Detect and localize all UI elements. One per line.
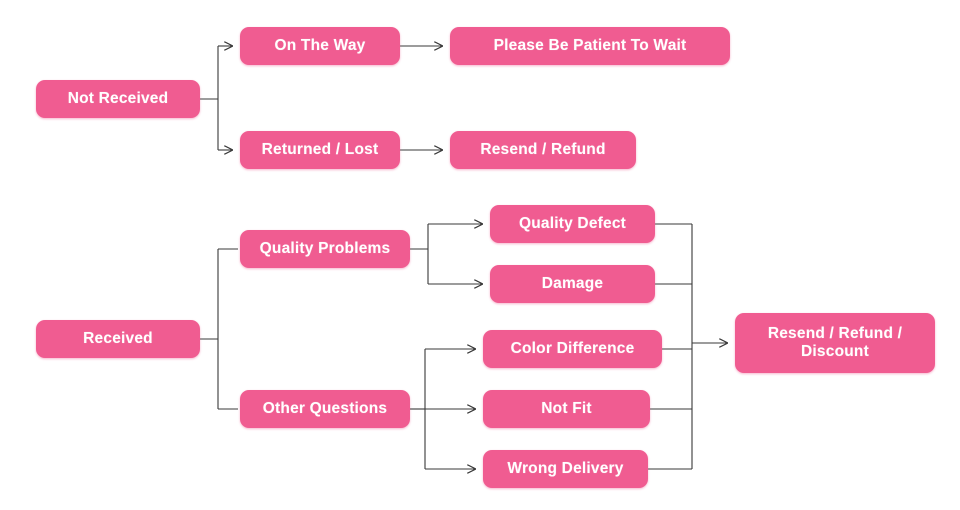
node-wrong-delivery[interactable]: Wrong Delivery [483,450,648,488]
node-quality-problems[interactable]: Quality Problems [240,230,410,268]
node-damage[interactable]: Damage [490,265,655,303]
node-label: Returned / Lost [261,140,379,158]
node-label: Not Fit [541,399,592,417]
node-label: Received [83,329,153,347]
node-other-questions[interactable]: Other Questions [240,390,410,428]
node-not-received[interactable]: Not Received [36,80,200,118]
node-label: Quality Problems [259,239,391,257]
node-label: Damage [541,274,604,292]
node-label: Resend / Refund / Discount [767,324,903,360]
node-label: Wrong Delivery [507,459,624,477]
node-label: On The Way [274,36,366,54]
node-label: Color Difference [510,339,635,357]
node-not-fit[interactable]: Not Fit [483,390,650,428]
node-resend-refund-discount[interactable]: Resend / Refund / Discount [735,313,935,373]
node-label: Please Be Patient To Wait [493,36,687,54]
node-quality-defect[interactable]: Quality Defect [490,205,655,243]
node-received[interactable]: Received [36,320,200,358]
node-please-be-patient-to-wait[interactable]: Please Be Patient To Wait [450,27,730,65]
node-label: Resend / Refund [480,140,606,158]
node-returned-lost[interactable]: Returned / Lost [240,131,400,169]
node-label: Not Received [67,89,169,107]
node-on-the-way[interactable]: On The Way [240,27,400,65]
node-resend-refund[interactable]: Resend / Refund [450,131,636,169]
node-label: Other Questions [262,399,388,417]
node-color-difference[interactable]: Color Difference [483,330,662,368]
node-label: Quality Defect [518,214,627,232]
